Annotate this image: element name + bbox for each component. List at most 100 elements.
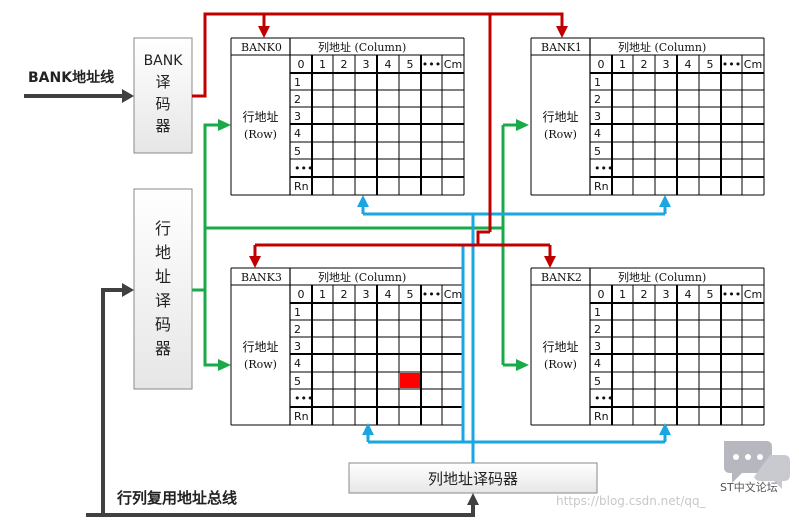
column-address-header: 列地址 (Column)	[618, 270, 706, 284]
column-tick: 1	[319, 288, 326, 301]
row-decoder: 行 地 址 译 码 器	[133, 188, 193, 390]
row-address-label: 行地址	[242, 110, 278, 124]
column-tick: 4	[685, 58, 692, 71]
column-tick: Cm	[744, 58, 762, 71]
column-decoder-label: 列地址译码器	[428, 470, 518, 488]
column-address-arrowheads	[357, 195, 671, 435]
bank-select-arrowheads	[249, 26, 568, 268]
row-tick: 4	[594, 357, 601, 370]
row-address-sublabel: (Row)	[244, 358, 277, 371]
bank-name: BANK1	[541, 41, 582, 54]
column-tick: 0	[298, 288, 305, 301]
column-tick: Cm	[444, 288, 462, 301]
row-tick: 2	[294, 93, 301, 106]
column-tick: 0	[598, 288, 605, 301]
column-address-header: 列地址 (Column)	[618, 40, 706, 54]
watermark-site: ST中文论坛	[720, 481, 778, 494]
row-arrow-bank1	[516, 119, 529, 131]
row-tick: 3	[594, 340, 601, 353]
row-decoder-char-0: 行	[155, 219, 171, 238]
column-tick: 5	[407, 58, 414, 71]
row-address-label: 行地址	[242, 340, 278, 354]
row-arrow-bank3	[218, 359, 231, 371]
bank-decoder-line4: 器	[155, 117, 170, 135]
row-tick: 3	[594, 110, 601, 123]
row-arrow-bank2	[516, 359, 529, 371]
row-tick: 1	[594, 306, 601, 319]
col-arrow-bank3	[362, 423, 374, 435]
column-tick: 2	[641, 58, 648, 71]
row-tick: •••	[294, 392, 313, 405]
highlighted-cell	[400, 373, 420, 388]
row-tick: 2	[594, 93, 601, 106]
column-address-header: 列地址 (Column)	[318, 40, 406, 54]
row-decoder-char-2: 址	[155, 267, 171, 286]
column-address-lines	[361, 205, 667, 463]
row-tick: Rn	[594, 180, 609, 193]
column-tick: 2	[341, 288, 348, 301]
row-address-label: 行地址	[542, 340, 578, 354]
bank-arrow-bank0	[258, 26, 270, 38]
column-decoder: 列地址译码器	[348, 462, 598, 494]
row-tick: 5	[594, 375, 601, 388]
address-bus	[86, 283, 479, 517]
row-tick: 1	[294, 76, 301, 89]
bank-name: BANK0	[241, 41, 282, 54]
column-tick: 4	[385, 288, 392, 301]
col-arrow-bank2	[659, 423, 671, 435]
row-decoder-char-1: 地	[155, 243, 171, 262]
row-tick: Rn	[294, 410, 309, 423]
row-tick: 5	[594, 145, 601, 158]
column-tick: 2	[341, 58, 348, 71]
column-tick: 5	[407, 288, 414, 301]
address-bus-label: 行列复用地址总线	[116, 489, 237, 507]
row-tick: 1	[294, 306, 301, 319]
row-tick: •••	[594, 162, 613, 175]
row-address-label: 行地址	[542, 110, 578, 124]
watermark-url: https://blog.csdn.net/qq_	[556, 494, 707, 508]
row-tick: 5	[294, 145, 301, 158]
column-tick: 3	[663, 288, 670, 301]
bank-decoder-line2: 译	[155, 73, 170, 91]
row-tick: 3	[294, 340, 301, 353]
column-tick: 3	[363, 288, 370, 301]
row-tick: Rn	[594, 410, 609, 423]
column-tick: 5	[707, 288, 714, 301]
row-address-sublabel: (Row)	[244, 128, 277, 141]
row-arrow-bank0	[218, 119, 231, 131]
column-tick: •••	[722, 288, 741, 301]
column-tick: 0	[598, 58, 605, 71]
row-tick: 3	[294, 110, 301, 123]
chat-bubble-icon: ST中文论坛	[720, 437, 792, 494]
row-address-sublabel: (Row)	[544, 128, 577, 141]
row-tick: Rn	[294, 180, 309, 193]
column-tick: •••	[422, 288, 441, 301]
bank-arrow-bank2	[544, 256, 556, 268]
row-tick: •••	[594, 392, 613, 405]
row-tick: 2	[294, 323, 301, 336]
row-tick: 4	[294, 357, 301, 370]
bank-arrow-bank1	[556, 26, 568, 38]
column-tick: 3	[663, 58, 670, 71]
bank-address-arrow	[24, 89, 134, 103]
bank-decoder-line3: 码	[155, 95, 170, 113]
row-decoder-char-3: 译	[155, 291, 171, 310]
bank-decoder-line1: BANK	[144, 53, 184, 69]
bank-address-label: BANK地址线	[28, 69, 114, 86]
col-arrow-bank0	[357, 195, 369, 207]
column-tick: •••	[422, 58, 441, 71]
bank-decoder: BANK 译 码 器	[133, 37, 193, 154]
column-address-header: 列地址 (Column)	[318, 270, 406, 284]
row-tick: 4	[594, 127, 601, 140]
bank-select-lines	[192, 12, 564, 258]
row-decoder-char-4: 码	[155, 315, 171, 334]
column-tick: •••	[722, 58, 741, 71]
row-tick: 5	[294, 375, 301, 388]
column-tick: 5	[707, 58, 714, 71]
bank-name: BANK2	[541, 271, 582, 284]
row-tick: 1	[594, 76, 601, 89]
